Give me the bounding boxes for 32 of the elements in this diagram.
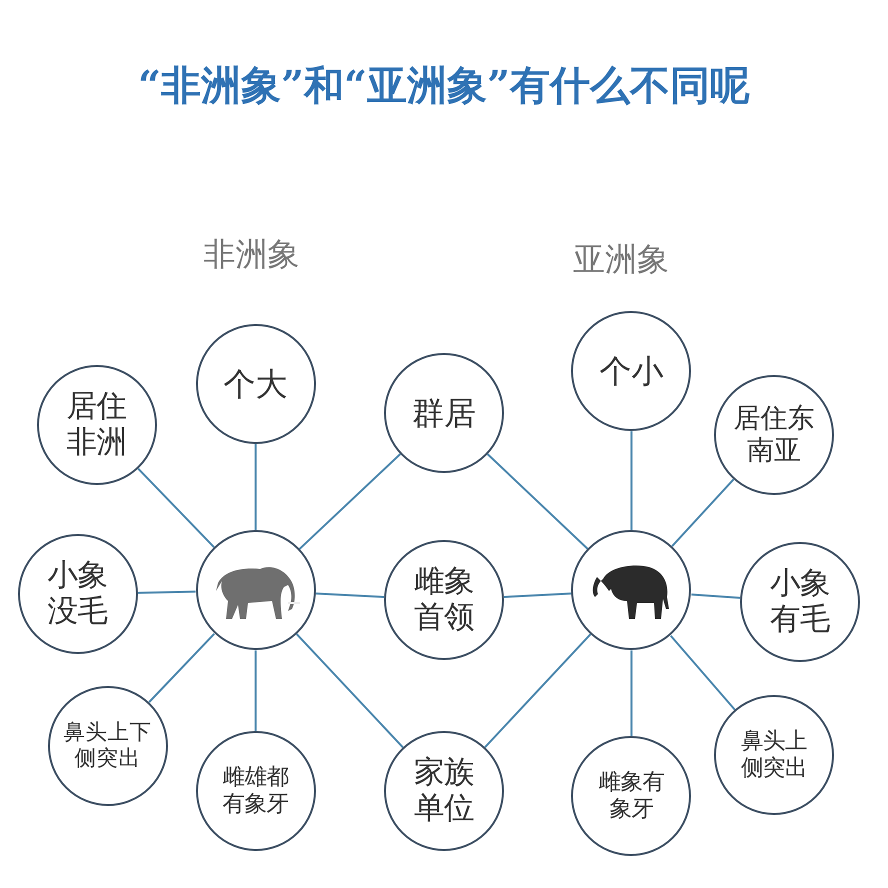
group-heading: 非洲象 [202, 234, 300, 275]
group-heading: 亚洲象 [572, 238, 670, 280]
connector-line [296, 633, 404, 748]
connector-line [671, 478, 734, 547]
connector-line [630, 650, 632, 736]
connector-line [316, 592, 384, 598]
connector-line [484, 634, 592, 748]
connector-line [254, 444, 257, 530]
circle-label: 鼻头上下侧突出 [62, 720, 153, 772]
circle-label: 小象没毛 [46, 558, 109, 631]
connector-line [486, 453, 589, 550]
connector-line [298, 453, 402, 550]
circle-label: 个小 [598, 352, 664, 390]
circle-label: 个大 [222, 364, 289, 403]
circle-label: 居住非洲 [66, 388, 128, 462]
circle-label: 家族单位 [413, 754, 475, 828]
circle-label: 鼻头上侧突出 [740, 728, 808, 782]
title: “非洲象”和“亚洲象”有什么不同呢 [136, 61, 752, 111]
connector-line [691, 594, 740, 599]
circle-label: 小象有毛 [769, 566, 832, 638]
connector-line [630, 431, 632, 530]
circle-label: 雌象首领 [413, 564, 475, 637]
connector-line [254, 650, 257, 732]
circle-label: 雌象有象牙 [597, 769, 666, 823]
connector-line [670, 635, 736, 711]
circle-label: 居住东南亚 [732, 402, 816, 468]
circle-label: 群居 [410, 394, 477, 432]
connector-line [138, 590, 196, 594]
connector-line [138, 468, 215, 548]
circle-label: 雌雄都有象牙 [222, 764, 290, 818]
connector-line [148, 633, 215, 703]
connector-line [504, 592, 572, 598]
